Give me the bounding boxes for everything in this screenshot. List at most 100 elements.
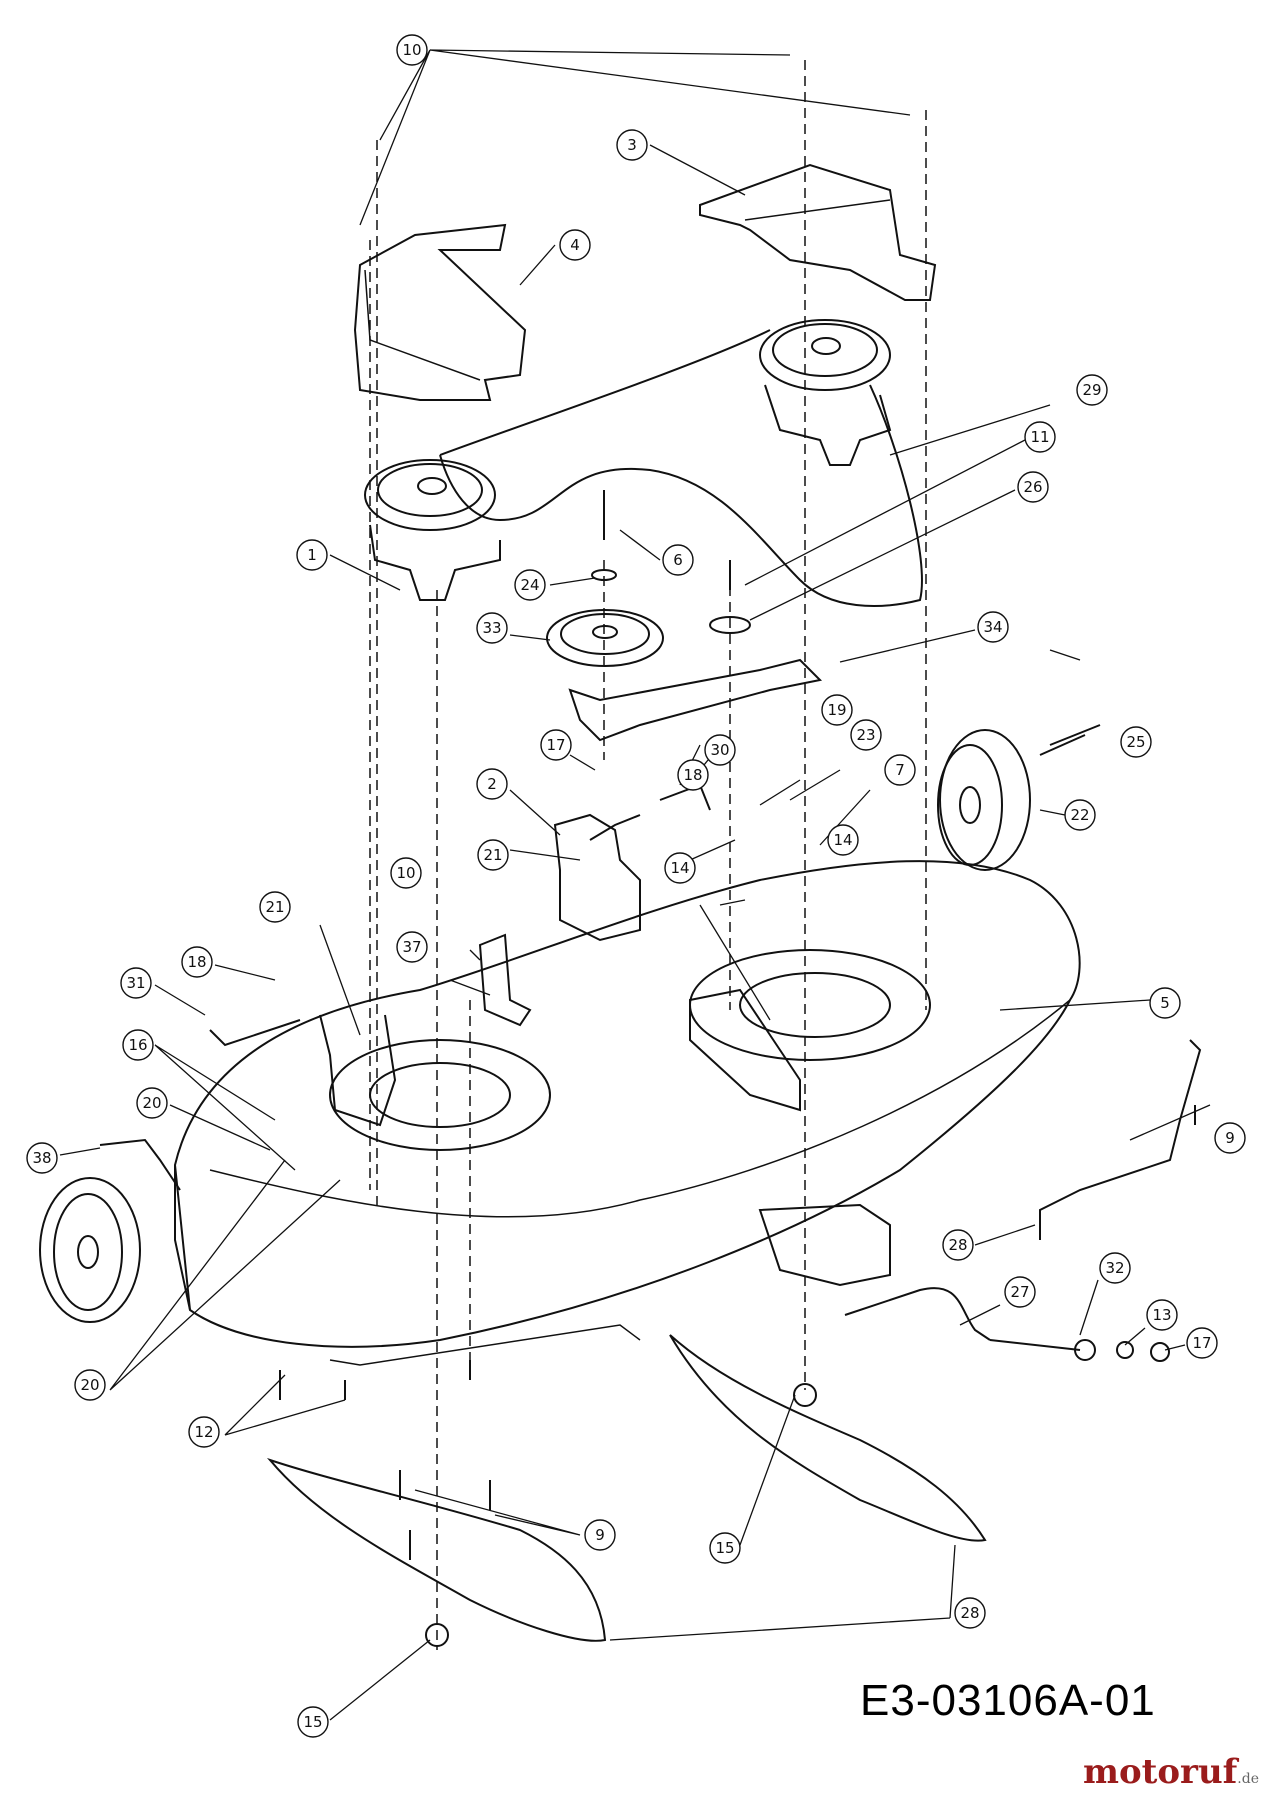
callout-18b: 18: [181, 946, 213, 978]
svg-text:10: 10: [402, 41, 421, 59]
callout-31b: 31: [120, 967, 152, 999]
svg-text:13: 13: [1152, 1306, 1171, 1324]
svg-text:27: 27: [1010, 1283, 1029, 1301]
spindle-pulley-right: [759, 319, 892, 466]
svg-text:28: 28: [960, 1604, 979, 1622]
svg-text:6: 6: [673, 551, 683, 569]
callout-16: 16: [122, 1029, 154, 1061]
lift-rod: [1039, 1039, 1202, 1240]
svg-text:10: 10: [396, 864, 415, 882]
callout-30: 28: [942, 1229, 974, 1261]
svg-text:23: 23: [856, 726, 875, 744]
callout-26: 25: [1120, 726, 1152, 758]
svg-text:28: 28: [948, 1236, 967, 1254]
spindle-pulley-left: [364, 459, 501, 601]
callout-3: 3: [616, 129, 648, 161]
callout-6: 6: [662, 544, 694, 576]
svg-text:21: 21: [483, 846, 502, 864]
callout-36: 34: [977, 611, 1009, 643]
drive-belt: [439, 329, 923, 607]
svg-text:17: 17: [546, 736, 565, 754]
callout-37: 37: [396, 931, 428, 963]
mower-deck: [173, 860, 1081, 1366]
svg-text:9: 9: [595, 1526, 605, 1544]
callout-34: 33: [476, 612, 508, 644]
callout-17b: 17: [1186, 1327, 1218, 1359]
callout-19: 19: [821, 694, 853, 726]
svg-text:29: 29: [1082, 381, 1101, 399]
callout-5: 4: [559, 229, 591, 261]
drawing-code: E3-03106A-01: [860, 1676, 1156, 1725]
svg-text:30: 30: [710, 741, 729, 759]
blade-left: [266, 1457, 607, 1642]
svg-text:9: 9: [1225, 1129, 1235, 1147]
svg-text:24: 24: [520, 576, 539, 594]
callout-9b: 9: [584, 1519, 616, 1551]
alignment-lines: [369, 60, 927, 1650]
callout-10a: 10: [396, 34, 428, 66]
callout-14a: 14: [827, 824, 859, 856]
callout-9a: 9: [1214, 1122, 1246, 1154]
leader-lines: [59, 49, 1211, 1721]
svg-text:14: 14: [833, 831, 852, 849]
callout-31a: 30: [704, 734, 736, 766]
callout-33: 29: [1076, 374, 1108, 406]
callout-21b: 21: [259, 891, 291, 923]
svg-text:2: 2: [487, 775, 497, 793]
svg-text:15: 15: [715, 1539, 734, 1557]
idler-pulley: [546, 609, 823, 742]
svg-text:14: 14: [670, 859, 689, 877]
callout-21a: 21: [477, 839, 509, 871]
callout-14b: 14: [664, 852, 696, 884]
callout-11: 11: [1024, 421, 1056, 453]
svg-text:20: 20: [142, 1094, 161, 1112]
svg-text:3: 3: [627, 136, 637, 154]
svg-text:20: 20: [80, 1376, 99, 1394]
callouts: 10 3 4 29 11 26 1 6 24 33 34 19 23 25 17…: [26, 34, 1246, 1738]
callout-23: 23: [850, 719, 882, 751]
watermark-brand: motoruf: [1083, 1752, 1238, 1792]
svg-text:31: 31: [126, 974, 145, 992]
height-bracket: [553, 813, 641, 942]
callout-27: 26: [1017, 471, 1049, 503]
svg-text:32: 32: [1105, 1259, 1124, 1277]
watermark-tld: .de: [1237, 1771, 1259, 1787]
gauge-wheel-right: [937, 724, 1101, 871]
callout-28: 28: [954, 1597, 986, 1629]
svg-text:22: 22: [1070, 806, 1089, 824]
callout-7: 7: [884, 754, 916, 786]
svg-text:18: 18: [187, 953, 206, 971]
svg-text:12: 12: [194, 1423, 213, 1441]
svg-text:26: 26: [1023, 478, 1042, 496]
callout-20: 20: [74, 1369, 106, 1401]
svg-text:17: 17: [1192, 1334, 1211, 1352]
svg-text:21: 21: [265, 898, 284, 916]
callout-22: 22: [1064, 799, 1096, 831]
callout-15b: 15: [297, 1706, 329, 1738]
svg-text:18: 18: [683, 766, 702, 784]
callout-32: 32: [1099, 1252, 1131, 1284]
svg-text:37: 37: [402, 938, 421, 956]
callout-1: 1: [296, 539, 328, 571]
callout-38: 38: [26, 1142, 58, 1174]
svg-text:11: 11: [1030, 428, 1049, 446]
svg-text:25: 25: [1126, 733, 1145, 751]
svg-text:38: 38: [32, 1149, 51, 1167]
svg-text:1: 1: [307, 546, 317, 564]
callout-18a: 18: [677, 759, 709, 791]
svg-text:4: 4: [570, 236, 580, 254]
callout-10b: 10: [390, 857, 422, 889]
svg-text:33: 33: [482, 619, 501, 637]
callout-2: 2: [476, 768, 508, 800]
svg-text:16: 16: [128, 1036, 147, 1054]
gauge-wheel-left: [39, 1138, 181, 1323]
belt-cover-left: [353, 223, 527, 401]
blade-right: [669, 1334, 987, 1542]
svg-text:5: 5: [1160, 994, 1170, 1012]
svg-text:34: 34: [983, 618, 1002, 636]
svg-text:15: 15: [303, 1713, 322, 1731]
bracket-37: [478, 933, 532, 1027]
callout-12: 12: [188, 1416, 220, 1448]
callout-15a: 15: [709, 1532, 741, 1564]
